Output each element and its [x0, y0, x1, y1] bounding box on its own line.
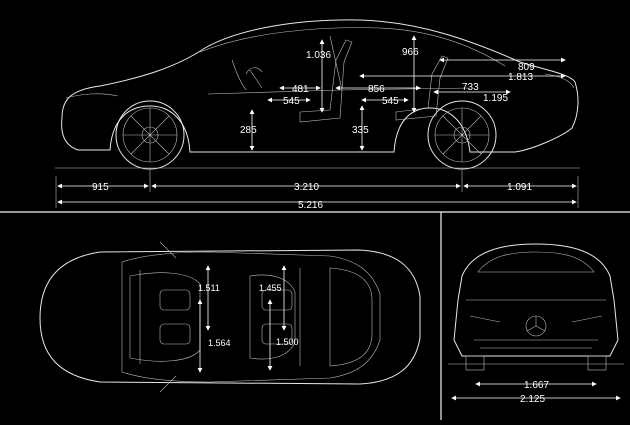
rear-wheel: [427, 100, 497, 170]
top-view: 1.511 1.455 1.564 1.500: [39, 241, 421, 393]
dim-overall-length: 5.216: [298, 200, 323, 211]
dim-rear-overhang: 1.091: [507, 182, 532, 193]
dim-rear-seat-trunk: 733: [462, 82, 479, 93]
dim-rear-elbow: 1.455: [259, 283, 282, 293]
dim-front-elbow: 1.511: [198, 283, 220, 293]
side-view: 1.036 966 285 335 809 1.813 481 856 545 …: [55, 19, 580, 211]
dim-front-floor: 285: [240, 125, 257, 136]
dim-rear-to-tail: 1.813: [508, 72, 533, 83]
dim-overall-width: 2.125: [520, 394, 545, 405]
dim-rear-shoulder: 1.500: [276, 337, 299, 347]
front-seat: [299, 39, 353, 123]
steering-wheel: [245, 67, 263, 89]
front-body-outline: [453, 243, 619, 357]
dim-wheelbase: 3.210: [294, 182, 319, 193]
dim-rear-floor: 335: [352, 125, 369, 136]
dim-rear-headroom: 966: [402, 47, 419, 58]
dim-rear-seat-depth: 545: [382, 96, 399, 107]
dim-front-seat-depth: 545: [283, 96, 300, 107]
dim-trunk-length: 809: [518, 62, 535, 73]
front-wheel: [115, 100, 185, 170]
front-view: 1.667 2.125: [448, 243, 624, 405]
top-body-outline: [39, 249, 421, 385]
panel-frames: [0, 211, 630, 420]
dim-front-headroom: 1.036: [306, 50, 331, 61]
dim-track-width: 1.667: [524, 380, 549, 391]
side-body-outline: [61, 19, 579, 153]
dim-front-overhang: 915: [92, 182, 109, 193]
dim-trunk-width: 1.195: [483, 93, 508, 104]
dim-front-shoulder: 1.564: [208, 338, 231, 348]
dim-front-legroom: 481: [292, 84, 309, 95]
dim-rear-legroom: 856: [368, 84, 385, 95]
